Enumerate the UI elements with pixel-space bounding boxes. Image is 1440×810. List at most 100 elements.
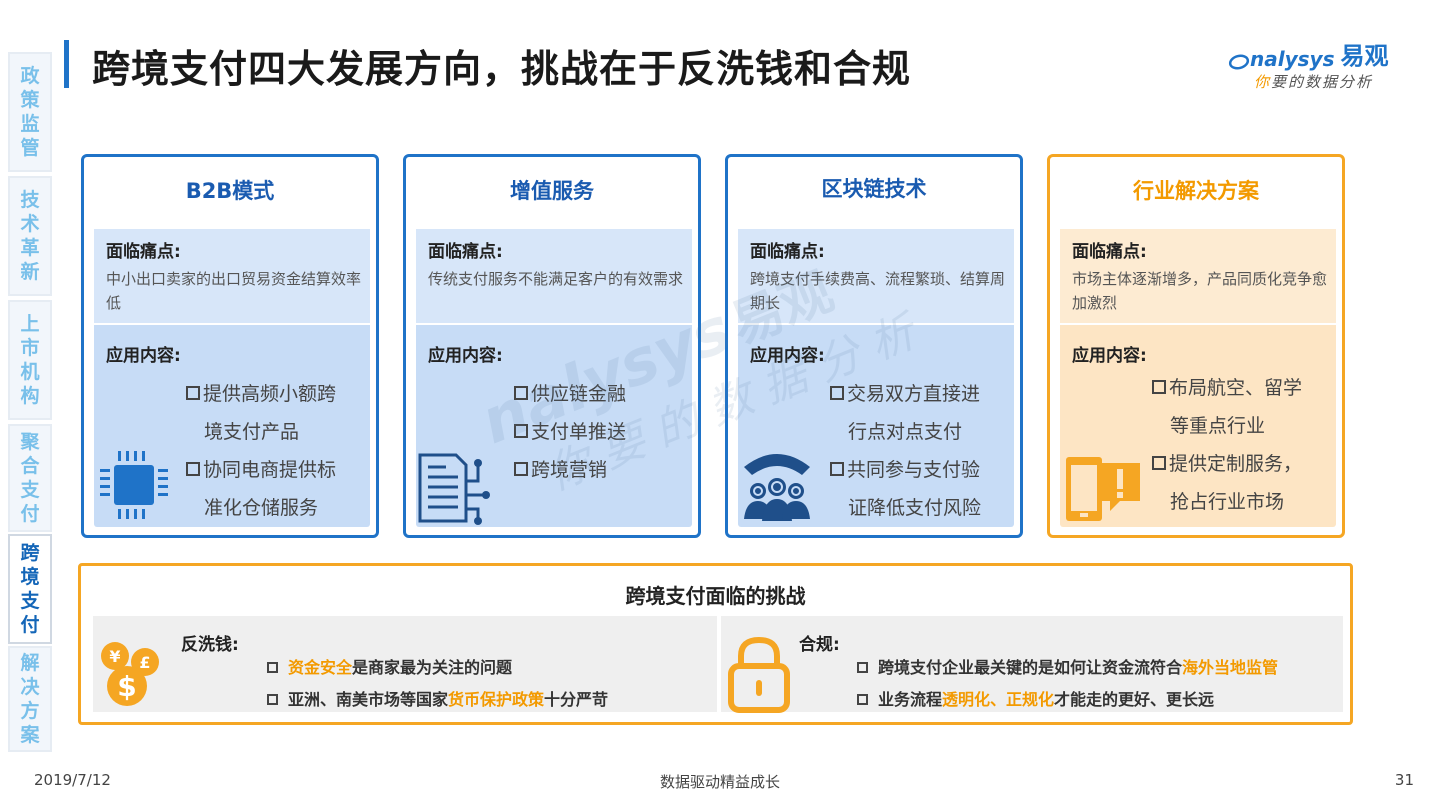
checkbox-square-icon xyxy=(514,424,528,438)
card-content: 面临痛点: 传统支付服务不能满足客户的有效需求 应用内容: 供应链金融 支付单推… xyxy=(416,229,692,527)
checkbox-square-icon xyxy=(186,386,200,400)
checkbox-square-icon xyxy=(857,662,868,673)
page-number: 31 xyxy=(1394,771,1414,789)
side-nav-item-solution[interactable]: 解决方案 xyxy=(8,646,52,752)
list-item-continuation: 境支付产品 xyxy=(204,421,300,443)
logo-text-en: nalysys xyxy=(1250,47,1335,71)
application-label: 应用内容: xyxy=(106,346,181,366)
logo-text-cn: 易观 xyxy=(1340,42,1389,70)
compliance-line-1: 跨境支付企业最关键的是如何让资金流符合海外当地监管 xyxy=(857,654,1278,678)
card-blockchain: 区块链技术 面临痛点: 跨境支付手续费高、流程繁琐、结算周期长 应用内容: 交易… xyxy=(725,154,1023,538)
challenges-title: 跨境支付面临的挑战 xyxy=(625,584,806,608)
page-title: 跨境支付四大发展方向，挑战在于反洗钱和合规 xyxy=(92,47,912,91)
checkbox-square-icon xyxy=(186,462,200,476)
list-item-continuation: 证降低支付风险 xyxy=(848,497,982,519)
list-item: 供应链金融 xyxy=(514,375,694,413)
pain-point-box: 面临痛点: 中小出口卖家的出口贸易资金结算效率低 xyxy=(94,229,370,325)
checkbox-square-icon xyxy=(1152,456,1166,470)
pain-point-text: 中小出口卖家的出口贸易资金结算效率低 xyxy=(106,270,362,312)
side-nav-label: 技术革新 xyxy=(20,189,40,283)
footer-slogan: 数据驱动精益成长 xyxy=(659,773,780,791)
list-item: 协同电商提供标 xyxy=(186,451,366,489)
side-nav-item-aggregate[interactable]: 聚合支付 xyxy=(8,424,52,532)
application-list: 供应链金融 支付单推送 跨境营销 xyxy=(514,375,694,489)
checkbox-square-icon xyxy=(1152,380,1166,394)
pain-point-label: 面临痛点: xyxy=(428,242,503,262)
pain-point-box: 面临痛点: 市场主体逐渐增多，产品同质化竞争愈加激烈 xyxy=(1060,229,1336,325)
card-b2b: B2B模式 面临痛点: 中小出口卖家的出口贸易资金结算效率低 应用内容: 提供高… xyxy=(81,154,379,538)
checkbox-square-icon xyxy=(857,694,868,705)
side-nav-item-crossborder[interactable]: 跨境支付 xyxy=(8,534,52,644)
compliance-panel: 合规: 跨境支付企业最关键的是如何让资金流符合海外当地监管 业务流程透明化、正规… xyxy=(721,616,1343,713)
card-title: 行业解决方案 xyxy=(1133,179,1259,203)
side-nav-label: 上市机构 xyxy=(20,313,40,407)
checkbox-square-icon xyxy=(830,386,844,400)
money-coins-icon: ¥ £ $ xyxy=(101,642,159,706)
pain-point-box: 面临痛点: 跨境支付手续费高、流程繁琐、结算周期长 xyxy=(738,229,1014,325)
chip-icon xyxy=(100,451,168,519)
card-content: 面临痛点: 市场主体逐渐增多，产品同质化竞争愈加激烈 应用内容: 布局航空、留学… xyxy=(1060,229,1336,527)
card-title: 区块链技术 xyxy=(821,177,927,201)
list-item: 提供高频小额跨 xyxy=(186,375,366,413)
application-list: 交易双方直接进 行点对点支付 共同参与支付验 证降低支付风险 xyxy=(830,375,1010,527)
side-nav-item-listed[interactable]: 上市机构 xyxy=(8,300,52,420)
side-nav: 政策监管 技术革新 上市机构 聚合支付 跨境支付 解决方案 xyxy=(8,52,52,752)
side-nav-item-tech[interactable]: 技术革新 xyxy=(8,176,52,296)
aml-panel: ¥ £ $ 反洗钱: 资金安全是商家最为关注的问题 亚洲、南美市场等国家货币保护… xyxy=(93,616,717,712)
compliance-line-2: 业务流程透明化、正规化才能走的更好、更长远 xyxy=(857,686,1214,710)
side-nav-item-policy[interactable]: 政策监管 xyxy=(8,52,52,172)
pain-point-text: 传统支付服务不能满足客户的有效需求 xyxy=(428,270,684,288)
pain-point-box: 面临痛点: 传统支付服务不能满足客户的有效需求 xyxy=(416,229,692,325)
application-list: 布局航空、留学 等重点行业 提供定制服务， 抢占行业市场 xyxy=(1152,369,1332,521)
pain-point-label: 面临痛点: xyxy=(750,242,825,262)
application-label: 应用内容: xyxy=(1072,346,1147,366)
svg-text:£: £ xyxy=(139,653,150,672)
checkbox-square-icon xyxy=(830,462,844,476)
pain-point-text: 市场主体逐渐增多，产品同质化竞争愈加激烈 xyxy=(1072,270,1328,312)
document-network-icon xyxy=(418,453,490,525)
logo-slogan: 你要的数据分析 xyxy=(1254,73,1374,91)
list-item: 提供定制服务， xyxy=(1152,445,1332,483)
phone-alert-icon xyxy=(1066,457,1140,521)
pain-point-text: 跨境支付手续费高、流程繁琐、结算周期长 xyxy=(750,270,1006,312)
compliance-label: 合规: xyxy=(799,635,840,655)
aml-line-1: 资金安全是商家最为关注的问题 xyxy=(267,654,512,678)
side-nav-label: 解决方案 xyxy=(20,652,40,746)
list-item-continuation: 准化仓储服务 xyxy=(204,497,319,519)
list-item: 布局航空、留学 xyxy=(1152,369,1332,407)
checkbox-square-icon xyxy=(267,662,278,673)
list-item: 共同参与支付验 xyxy=(830,451,1010,489)
application-label: 应用内容: xyxy=(750,346,825,366)
card-industry-solution: 行业解决方案 面临痛点: 市场主体逐渐增多，产品同质化竞争愈加激烈 应用内容: … xyxy=(1047,154,1345,538)
svg-text:$: $ xyxy=(117,670,136,703)
aml-line-2: 亚洲、南美市场等国家货币保护政策十分严苛 xyxy=(267,686,608,710)
aml-label: 反洗钱: xyxy=(181,635,239,655)
list-item: 交易双方直接进 xyxy=(830,375,1010,413)
pain-point-label: 面临痛点: xyxy=(1072,242,1147,262)
lock-icon xyxy=(728,636,790,713)
people-network-icon xyxy=(744,454,810,521)
application-label: 应用内容: xyxy=(428,346,503,366)
checkbox-square-icon xyxy=(514,386,528,400)
list-item: 跨境营销 xyxy=(514,451,694,489)
checkbox-square-icon xyxy=(267,694,278,705)
side-nav-label: 聚合支付 xyxy=(20,431,40,525)
card-value-added: 增值服务 面临痛点: 传统支付服务不能满足客户的有效需求 应用内容: 供应链金融… xyxy=(403,154,701,538)
analysys-logo: nalysys 易观 你要的数据分析 xyxy=(1228,36,1408,92)
card-title: B2B模式 xyxy=(185,179,275,203)
application-list: 提供高频小额跨 境支付产品 协同电商提供标 准化仓储服务 xyxy=(186,375,366,527)
list-item: 支付单推送 xyxy=(514,413,694,451)
title-accent-bar xyxy=(64,40,69,88)
svg-text:¥: ¥ xyxy=(109,647,120,666)
checkbox-square-icon xyxy=(514,462,528,476)
analysys-logo-mark-icon xyxy=(1228,54,1250,70)
card-content: 面临痛点: 跨境支付手续费高、流程繁琐、结算周期长 应用内容: 交易双方直接进 … xyxy=(738,229,1014,527)
pain-point-label: 面临痛点: xyxy=(106,242,181,262)
card-title: 增值服务 xyxy=(510,179,594,203)
side-nav-label: 政策监管 xyxy=(20,65,40,159)
list-item-continuation: 行点对点支付 xyxy=(848,421,963,443)
side-nav-label: 跨境支付 xyxy=(20,542,40,636)
list-item-continuation: 抢占行业市场 xyxy=(1170,491,1285,513)
footer-date: 2019/7/12 xyxy=(34,771,111,789)
card-content: 面临痛点: 中小出口卖家的出口贸易资金结算效率低 应用内容: 提供高频小额跨 境… xyxy=(94,229,370,527)
